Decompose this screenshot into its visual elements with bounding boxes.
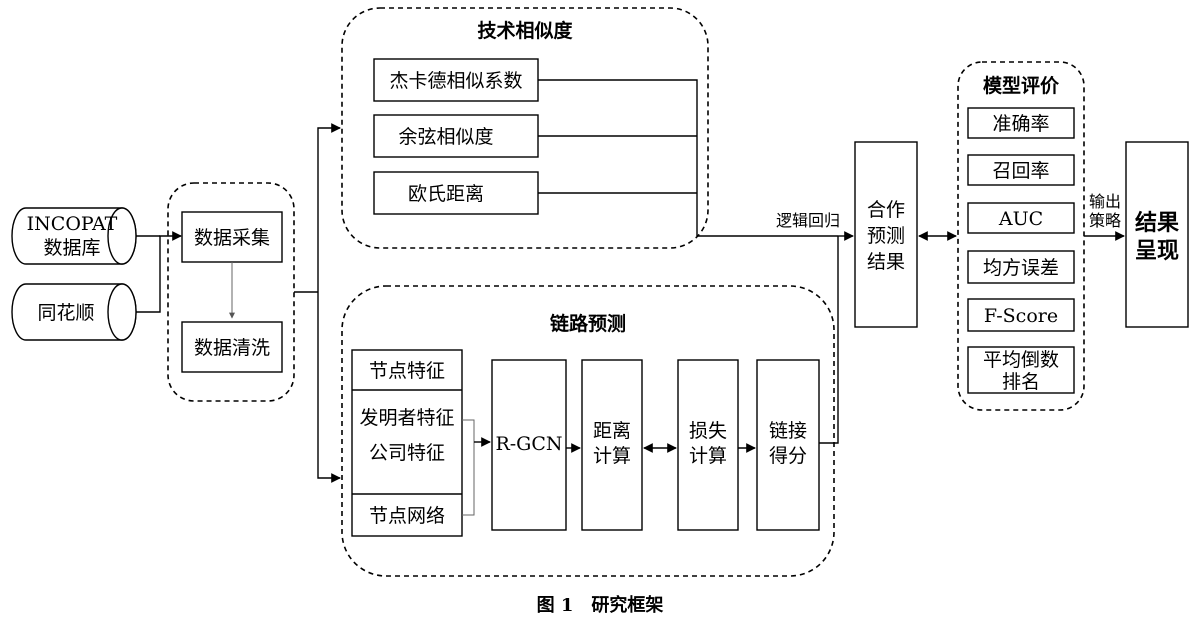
cooperation-prediction-line1: 合作 (867, 199, 905, 221)
link-score-box: 链接 得分 (756, 359, 820, 531)
accuracy-label: 准确率 (992, 113, 1049, 135)
rgcn-box: R-GCN (491, 359, 567, 531)
mrr-box: 平均倒数 排名 (967, 346, 1075, 394)
mrr-label-line1: 平均倒数 (983, 349, 1059, 371)
output-strategy-line1: 输出 (1089, 192, 1121, 211)
cooperation-prediction-line2: 预测 (867, 225, 905, 247)
connector-score-to-result (819, 236, 839, 444)
accuracy-box: 准确率 (967, 107, 1075, 139)
recall-label: 召回率 (992, 160, 1049, 182)
inventor-features-label: 发明者特征 (359, 407, 454, 429)
loss-calculation-line1: 损失 (689, 420, 727, 442)
incopat-database-cylinder: INCOPAT 数据库 (11, 207, 137, 265)
node-features-label: 节点特征 (369, 360, 445, 382)
model-evaluation-title: 模型评价 (983, 74, 1060, 97)
incopat-label-line1: INCOPAT (27, 213, 118, 235)
link-prediction-group (341, 285, 835, 577)
tonghuashun-cylinder: 同花顺 (11, 283, 137, 341)
link-score-line2: 得分 (769, 445, 807, 467)
euclidean-label: 欧氏距离 (408, 183, 484, 205)
f-score-box: F-Score (967, 298, 1075, 332)
cosine-label: 余弦相似度 (398, 126, 493, 148)
distance-calculation-line2: 计算 (593, 445, 631, 467)
loss-calculation-line2: 计算 (689, 445, 727, 467)
result-presentation-line2: 呈现 (1135, 238, 1179, 264)
data-collection-label: 数据采集 (194, 227, 270, 249)
connector-to-link-prediction (317, 292, 341, 483)
tech-similarity-title: 技术相似度 (477, 19, 573, 42)
cooperation-prediction-box: 合作 预测 结果 (854, 141, 918, 328)
connector-to-tech-similarity (317, 123, 341, 292)
mrr-label-line2: 排名 (1002, 371, 1040, 393)
jaccard-box: 杰卡德相似系数 (373, 58, 539, 102)
rgcn-label: R-GCN (495, 433, 562, 455)
link-score-line1: 链接 (769, 420, 807, 442)
link-prediction-title: 链路预测 (550, 312, 626, 335)
f-score-label: F-Score (984, 305, 1058, 327)
data-cleaning-box: 数据清洗 (181, 321, 283, 373)
cosine-box: 余弦相似度 (373, 114, 539, 158)
data-collection-box: 数据采集 (181, 211, 283, 263)
output-strategy-line2: 策略 (1089, 211, 1121, 230)
recall-box: 召回率 (967, 154, 1075, 186)
connector-jaccard (538, 79, 698, 236)
node-network-label: 节点网络 (369, 505, 445, 527)
tech-similarity-group (341, 7, 709, 249)
result-presentation-line1: 结果 (1135, 210, 1179, 236)
euclidean-box: 欧氏距离 (373, 171, 539, 215)
distance-calculation-line1: 距离 (593, 420, 631, 442)
auc-box: AUC (967, 202, 1075, 234)
cooperation-prediction-line3: 结果 (867, 251, 905, 273)
figure-caption: 图 1 研究框架 (537, 594, 664, 616)
logistic-regression-label: 逻辑回归 (776, 211, 840, 230)
features-bracket (462, 419, 475, 516)
company-features-label: 公司特征 (369, 442, 445, 464)
data-processing-group (167, 182, 295, 402)
result-presentation-box: 结果 呈现 (1125, 141, 1189, 328)
auc-label: AUC (998, 208, 1043, 230)
incopat-label-line2: 数据库 (43, 237, 100, 259)
tonghuashun-label: 同花顺 (37, 302, 94, 324)
data-cleaning-label: 数据清洗 (194, 337, 270, 359)
connector-sources-to-collect (136, 231, 182, 313)
loss-calculation-box: 损失 计算 (677, 359, 739, 531)
node-features-box: 节点特征 发明者特征 公司特征 节点网络 (351, 349, 463, 537)
distance-calculation-box: 距离 计算 (581, 359, 643, 531)
jaccard-label: 杰卡德相似系数 (389, 70, 522, 92)
mse-box: 均方误差 (967, 250, 1075, 284)
mse-label: 均方误差 (983, 257, 1059, 279)
